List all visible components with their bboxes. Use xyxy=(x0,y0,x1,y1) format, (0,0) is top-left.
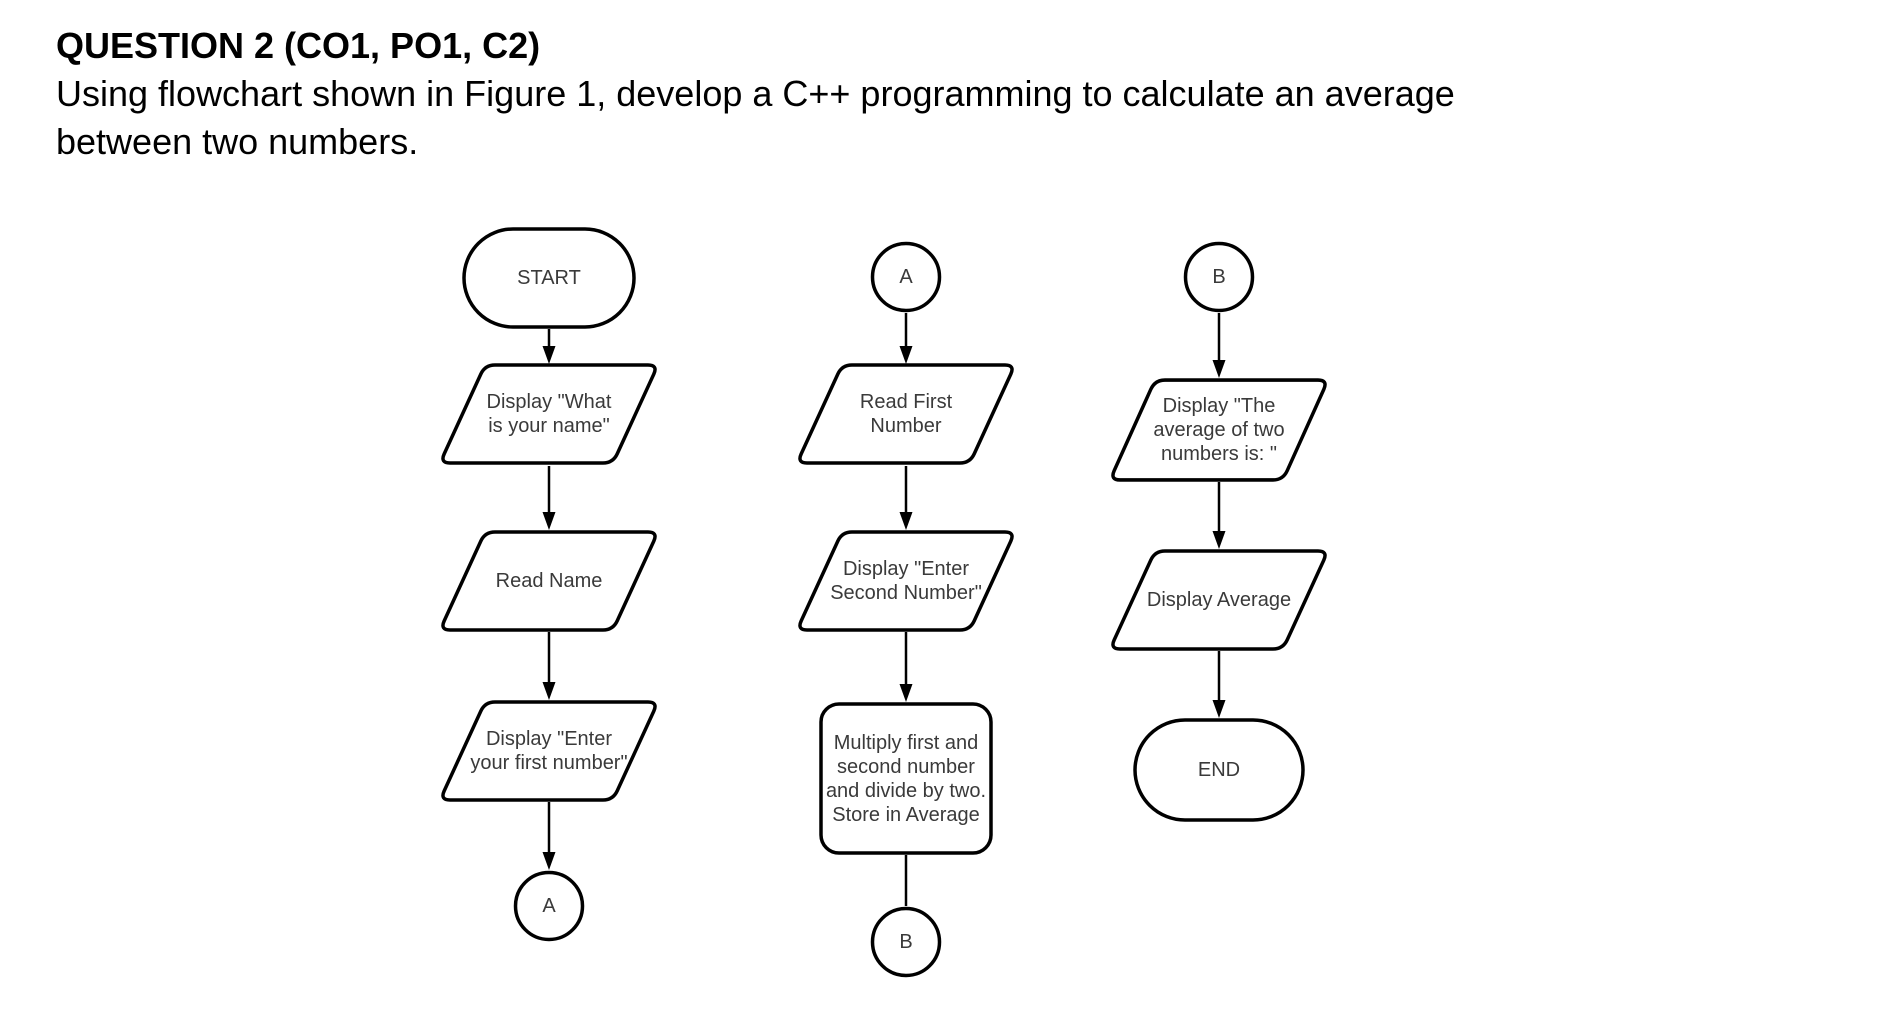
connector-b-col2: B xyxy=(870,906,942,978)
connector-b-col3: B xyxy=(1183,241,1255,313)
arrow-down-icon xyxy=(542,632,556,700)
arrow-down-icon xyxy=(899,466,913,530)
node-label: START xyxy=(517,267,581,289)
parallelogram-shape xyxy=(441,530,657,632)
io-display-average: Display Average xyxy=(1108,549,1330,651)
arrow-read-name-to-display-first xyxy=(539,632,559,700)
io-read-first-number: Read First Number xyxy=(795,363,1017,465)
parallelogram-shape xyxy=(441,363,657,465)
terminator-shape xyxy=(462,227,636,329)
node-label: Read Name xyxy=(495,570,603,592)
arrow-down-icon xyxy=(1212,651,1226,718)
arrow-down-icon xyxy=(1212,482,1226,549)
line-multiply-to-connector-b xyxy=(896,855,916,906)
connector-a-col2: A xyxy=(870,241,942,313)
arrow-connector-a-to-read-first xyxy=(896,313,916,364)
arrow-read-first-to-display-second xyxy=(896,466,916,530)
io-display-first-number: Display "Enter your first number" xyxy=(438,700,660,802)
arrow-display-message-to-display-average xyxy=(1209,482,1229,549)
node-label: END xyxy=(1197,759,1241,781)
connector-line xyxy=(904,855,908,906)
arrow-display-average-to-end xyxy=(1209,651,1229,718)
arrow-down-icon xyxy=(1212,313,1226,378)
node-label: Display "Enter Second Number" xyxy=(830,558,982,604)
arrow-down-icon xyxy=(899,313,913,364)
arrow-connector-b-to-display-message xyxy=(1209,313,1229,378)
parallelogram-shape xyxy=(1111,378,1327,482)
node-label: Display "What is your name" xyxy=(486,391,612,437)
arrow-down-icon xyxy=(542,466,556,530)
node-label: A xyxy=(542,895,556,917)
node-label: Display Average xyxy=(1146,589,1292,611)
node-label: A xyxy=(899,266,913,288)
arrow-display-what-to-read-name xyxy=(539,466,559,530)
node-label: B xyxy=(899,931,913,953)
io-display-what-name: Display "What is your name" xyxy=(438,363,660,465)
node-label: Display "Enter your first number" xyxy=(470,728,628,774)
node-label: Multiply first and second number and div… xyxy=(825,731,987,826)
node-label: Display "The average of two numbers is: … xyxy=(1153,395,1285,465)
circle-connector-shape xyxy=(870,906,942,978)
circle-connector-shape xyxy=(1183,241,1255,313)
io-display-second-number: Display "Enter Second Number" xyxy=(795,530,1017,632)
process-multiply-store-average: Multiply first and second number and div… xyxy=(819,702,993,855)
node-label: Read First Number xyxy=(859,391,953,437)
connector-a-col1: A xyxy=(513,870,585,942)
end-terminator: END xyxy=(1133,718,1305,822)
circle-connector-shape xyxy=(870,241,942,313)
question-block: QUESTION 2 (CO1, PO1, C2) Using flowchar… xyxy=(56,22,1455,166)
parallelogram-shape xyxy=(798,530,1014,632)
process-rect-shape xyxy=(819,702,993,855)
terminator-shape xyxy=(1133,718,1305,822)
node-label: B xyxy=(1212,266,1226,288)
arrow-display-first-to-connector-a xyxy=(539,802,559,870)
circle-connector-shape xyxy=(513,870,585,942)
parallelogram-shape xyxy=(798,363,1014,465)
arrow-display-second-to-multiply xyxy=(896,632,916,702)
arrow-down-icon xyxy=(899,632,913,702)
parallelogram-shape xyxy=(441,700,657,802)
parallelogram-shape xyxy=(1111,549,1327,651)
start-terminator: START xyxy=(462,227,636,329)
arrow-down-icon xyxy=(542,802,556,870)
io-display-average-message: Display "The average of two numbers is: … xyxy=(1108,378,1330,482)
question-body: Using flowchart shown in Figure 1, devel… xyxy=(56,73,1455,162)
io-read-name: Read Name xyxy=(438,530,660,632)
question-heading: QUESTION 2 (CO1, PO1, C2) xyxy=(56,25,541,66)
arrow-down-icon xyxy=(542,329,556,364)
arrow-start-to-display-what xyxy=(539,329,559,364)
